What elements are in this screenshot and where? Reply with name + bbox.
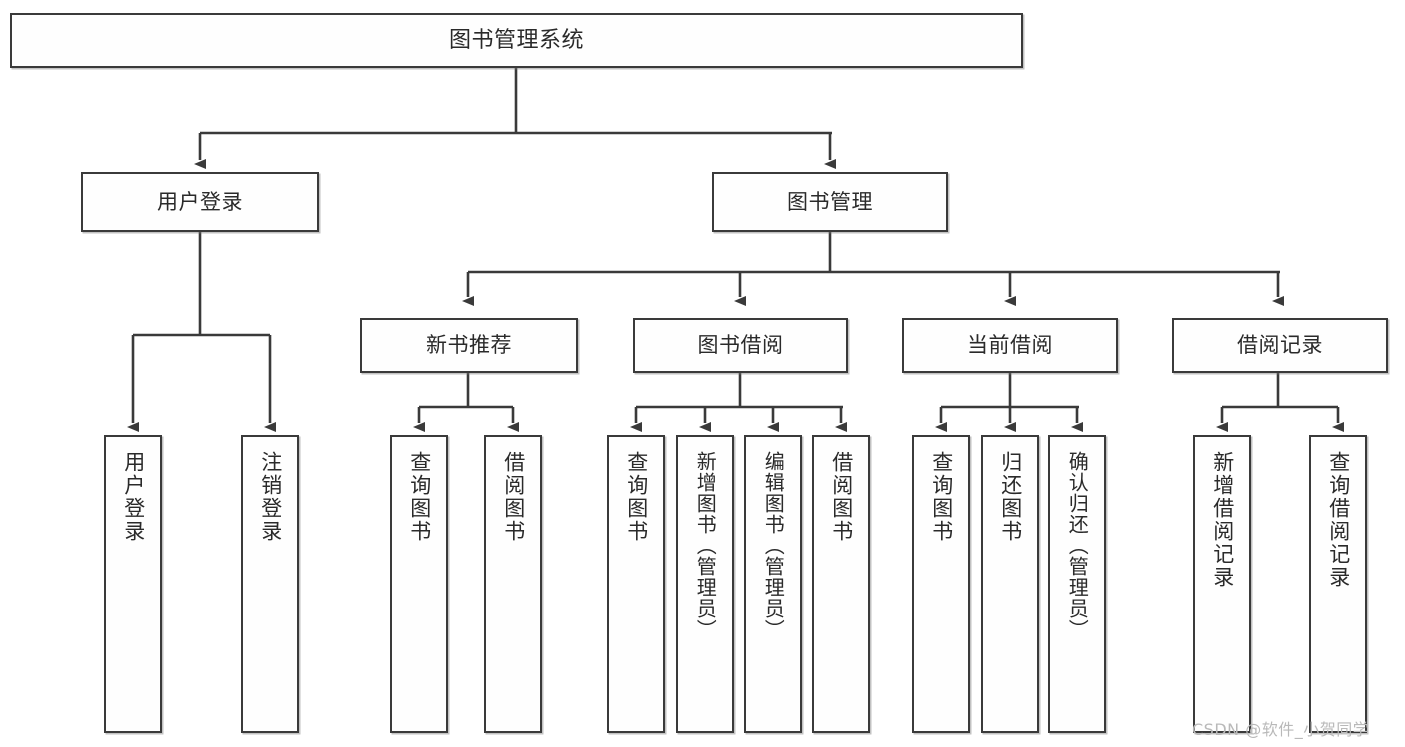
node-leaf-return-book[interactable]: 归还图书 bbox=[981, 435, 1039, 733]
node-label: 查询图书 bbox=[407, 451, 432, 543]
node-label: 用户登录 bbox=[121, 451, 146, 543]
node-label: 确认归还（管理员） bbox=[1065, 451, 1090, 640]
node-leaf-borrow-book-1[interactable]: 借阅图书 bbox=[484, 435, 542, 733]
node-leaf-query-record[interactable]: 查询借阅记录 bbox=[1309, 435, 1367, 733]
node-leaf-add-record[interactable]: 新增借阅记录 bbox=[1193, 435, 1251, 733]
node-label: 借阅图书 bbox=[501, 451, 526, 543]
node-new-book-recommend[interactable]: 新书推荐 bbox=[360, 318, 578, 373]
node-label: 查询借阅记录 bbox=[1326, 451, 1351, 589]
node-label: 图书管理系统 bbox=[448, 27, 584, 53]
node-leaf-add-book[interactable]: 新增图书（管理员） bbox=[676, 435, 734, 733]
node-root-system[interactable]: 图书管理系统 bbox=[10, 13, 1023, 68]
node-book-manage[interactable]: 图书管理 bbox=[712, 172, 948, 232]
node-leaf-user-login[interactable]: 用户登录 bbox=[104, 435, 162, 733]
node-label: 借阅图书 bbox=[829, 451, 854, 543]
node-label: 新书推荐 bbox=[426, 333, 512, 358]
watermark-text: CSDN @软件_小贺同学 bbox=[1192, 720, 1370, 739]
node-label: 编辑图书（管理员） bbox=[761, 451, 786, 640]
node-label: 图书借阅 bbox=[697, 333, 784, 358]
node-label: 用户登录 bbox=[157, 189, 243, 214]
node-leaf-edit-book[interactable]: 编辑图书（管理员） bbox=[744, 435, 802, 733]
node-leaf-query-book-2[interactable]: 查询图书 bbox=[607, 435, 665, 733]
node-leaf-logout[interactable]: 注销登录 bbox=[241, 435, 299, 733]
node-label: 新增图书（管理员） bbox=[693, 451, 718, 640]
node-label: 查询图书 bbox=[624, 451, 649, 543]
node-label: 查询图书 bbox=[929, 451, 954, 543]
node-label: 注销登录 bbox=[258, 451, 283, 543]
node-label: 归还图书 bbox=[998, 451, 1023, 543]
node-leaf-query-book-1[interactable]: 查询图书 bbox=[390, 435, 448, 733]
node-leaf-query-book-3[interactable]: 查询图书 bbox=[912, 435, 970, 733]
node-leaf-confirm-return[interactable]: 确认归还（管理员） bbox=[1048, 435, 1106, 733]
node-label: 图书管理 bbox=[787, 189, 873, 214]
node-label: 借阅记录 bbox=[1237, 333, 1323, 358]
node-book-borrow[interactable]: 图书借阅 bbox=[633, 318, 848, 373]
node-label: 新增借阅记录 bbox=[1210, 451, 1235, 589]
node-borrow-record[interactable]: 借阅记录 bbox=[1172, 318, 1388, 373]
node-leaf-borrow-book-2[interactable]: 借阅图书 bbox=[812, 435, 870, 733]
node-label: 当前借阅 bbox=[967, 333, 1053, 358]
node-current-borrow[interactable]: 当前借阅 bbox=[902, 318, 1118, 373]
node-user-login[interactable]: 用户登录 bbox=[81, 172, 319, 232]
